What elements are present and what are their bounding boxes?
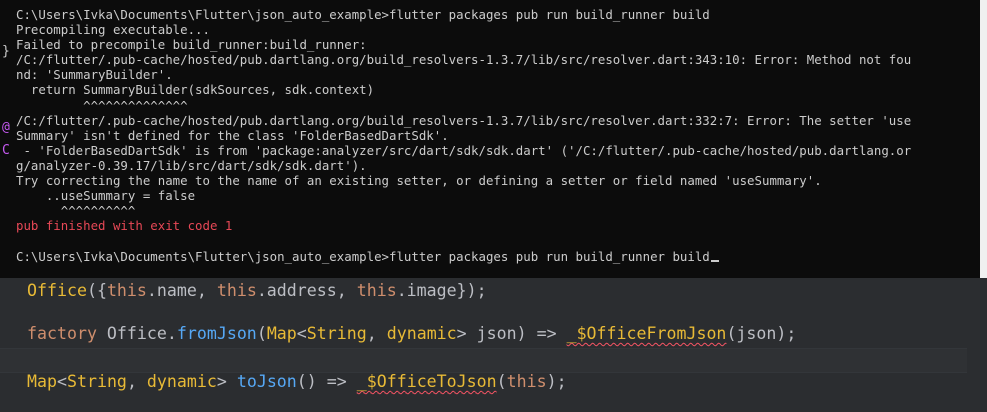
terminal-line: /C:/flutter/.pub-cache/hosted/pub.dartla…	[16, 52, 912, 68]
code-token: (	[496, 372, 507, 391]
this-keyword: this	[506, 372, 547, 391]
type-name: String	[306, 324, 367, 343]
code-token: .name,	[146, 281, 217, 300]
this-keyword: this	[356, 281, 397, 300]
terminal-line: return SummaryBuilder(sdkSources, sdk.co…	[16, 82, 375, 98]
terminal-line: - 'FolderBasedDartSdk' is from 'package:…	[16, 142, 912, 158]
terminal-scrollbar[interactable]	[980, 0, 987, 278]
class-marker-icon: C	[2, 143, 10, 158]
unresolved-function[interactable]: _$OfficeFromJson	[566, 324, 727, 343]
code-token: ({	[86, 281, 107, 300]
terminal-cursor	[710, 259, 719, 262]
terminal-line: ..useSummary = false	[16, 188, 196, 204]
terminal-line: Summary' isn't defined for the class 'Fo…	[16, 127, 449, 143]
method-name: fromJson	[176, 324, 257, 343]
terminal-line: ^^^^^^^^^^	[16, 203, 136, 219]
type-name: dynamic	[146, 372, 217, 391]
code-token: () =>	[296, 372, 357, 391]
code-line-fromjson[interactable]: factory Office.fromJson(Map<String, dyna…	[27, 324, 796, 343]
terminal-prompt-line: C:\Users\Ivka\Documents\Flutter\json_aut…	[16, 249, 980, 264]
terminal-error-line: pub finished with exit code 1	[16, 218, 233, 234]
constructor-name: Office	[27, 281, 87, 300]
type-name: Map	[266, 324, 297, 343]
code-token: (	[256, 324, 267, 343]
type-name: String	[66, 372, 127, 391]
this-keyword: this	[106, 281, 147, 300]
code-token: .image});	[396, 281, 487, 300]
code-token: );	[546, 372, 567, 391]
annotation-marker-icon: @	[2, 120, 10, 135]
unresolved-function[interactable]: _$OfficeToJson	[356, 372, 497, 391]
terminal-line: ^^^^^^^^^^^^^^	[16, 97, 188, 113]
terminal-line: /C:/flutter/.pub-cache/hosted/pub.dartla…	[16, 112, 912, 128]
factory-keyword: factory	[27, 324, 97, 343]
code-token: <	[296, 324, 307, 343]
terminal-output[interactable]: C:\Users\Ivka\Documents\Flutter\json_aut…	[0, 0, 980, 278]
code-token: > json) =>	[456, 324, 567, 343]
code-line-tojson[interactable]: Map<String, dynamic> toJson() => _$Offic…	[27, 372, 567, 391]
code-token: (json);	[726, 324, 797, 343]
terminal-line: C:\Users\Ivka\Documents\Flutter\json_aut…	[16, 7, 710, 22]
code-line-constructor[interactable]: Office({this.name, this.address, this.im…	[27, 281, 487, 300]
terminal-line: nd: 'SummaryBuilder'.	[16, 67, 173, 83]
terminal-line: g/analyzer-0.39.17/lib/src/dart/sdk/sdk.…	[16, 157, 367, 173]
code-token: <	[56, 372, 67, 391]
code-token: ,	[126, 372, 147, 391]
code-token: >	[216, 372, 237, 391]
type-name: Map	[27, 372, 57, 391]
terminal-line: Failed to precompile build_runner:build_…	[16, 37, 367, 53]
this-keyword: this	[216, 281, 257, 300]
terminal-line: Try correcting the name to the name of a…	[16, 173, 822, 189]
editor-gutter-markers: } @ C	[0, 0, 14, 278]
code-token: Office.	[96, 324, 177, 343]
terminal-line	[16, 233, 980, 248]
method-name: toJson	[236, 372, 297, 391]
code-token: ,	[366, 324, 387, 343]
current-line-highlight	[0, 348, 967, 373]
code-editor[interactable]: Office({this.name, this.address, this.im…	[0, 278, 987, 412]
terminal-line: Precompiling executable...	[16, 22, 210, 38]
brace-marker: }	[2, 44, 10, 59]
type-name: dynamic	[386, 324, 457, 343]
code-token: .address,	[256, 281, 357, 300]
